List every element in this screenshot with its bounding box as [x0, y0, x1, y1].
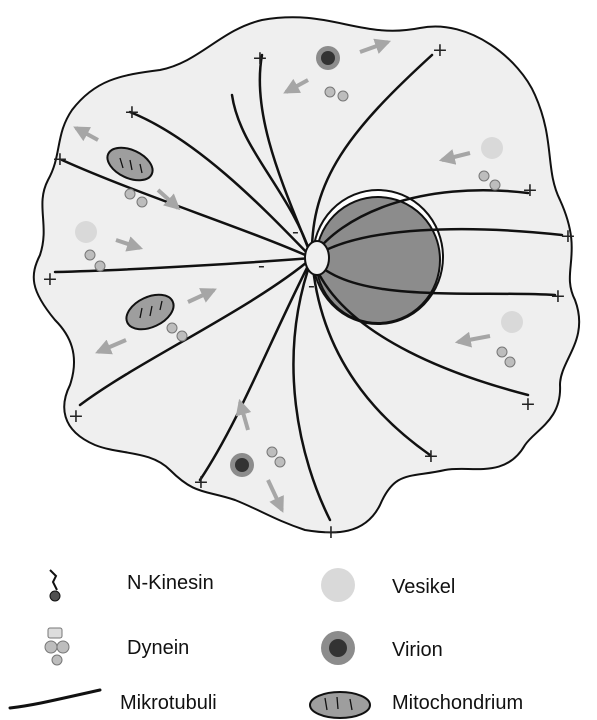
- legend-virion-symbol: [321, 631, 355, 665]
- plus-end-marker: +: [522, 179, 538, 201]
- plus-end-marker: +: [42, 268, 58, 290]
- legend-label-virion: Virion: [392, 639, 443, 662]
- minus-end-marker: -: [308, 275, 315, 297]
- plus-end-marker: +: [124, 101, 140, 123]
- plus-end-marker: +: [550, 285, 566, 307]
- legend-mitochondrion-symbol: [310, 692, 370, 718]
- plus-end-marker: +: [193, 471, 209, 493]
- legend-microtubule-symbol: [10, 690, 100, 708]
- legend-label-kinesin: N-Kinesin: [127, 572, 214, 595]
- nucleus-core: [316, 197, 440, 323]
- plus-end-marker: +: [52, 148, 68, 170]
- plus-end-marker: +: [520, 393, 536, 415]
- legend-label-dynein: Dynein: [127, 637, 189, 660]
- plus-end-marker: +: [423, 445, 439, 467]
- plus-end-marker: +: [432, 39, 448, 61]
- legend-label-vesicle: Vesikel: [392, 576, 455, 599]
- plus-end-marker: +: [68, 405, 84, 427]
- legend-kinesin-symbol: [50, 570, 60, 601]
- legend-label-mitochondrion: Mitochondrium: [392, 692, 523, 715]
- minus-end-marker: -: [292, 221, 299, 243]
- mtoc: [305, 241, 329, 275]
- plus-end-marker: +: [323, 521, 339, 543]
- legend-dynein-symbol: [45, 628, 69, 665]
- plus-end-marker: +: [560, 225, 576, 247]
- legend-vesicle-symbol: [321, 568, 355, 602]
- minus-end-marker: -: [258, 255, 265, 277]
- legend-label-microtubule: Mikrotubuli: [120, 692, 217, 715]
- plus-end-marker: +: [252, 47, 268, 69]
